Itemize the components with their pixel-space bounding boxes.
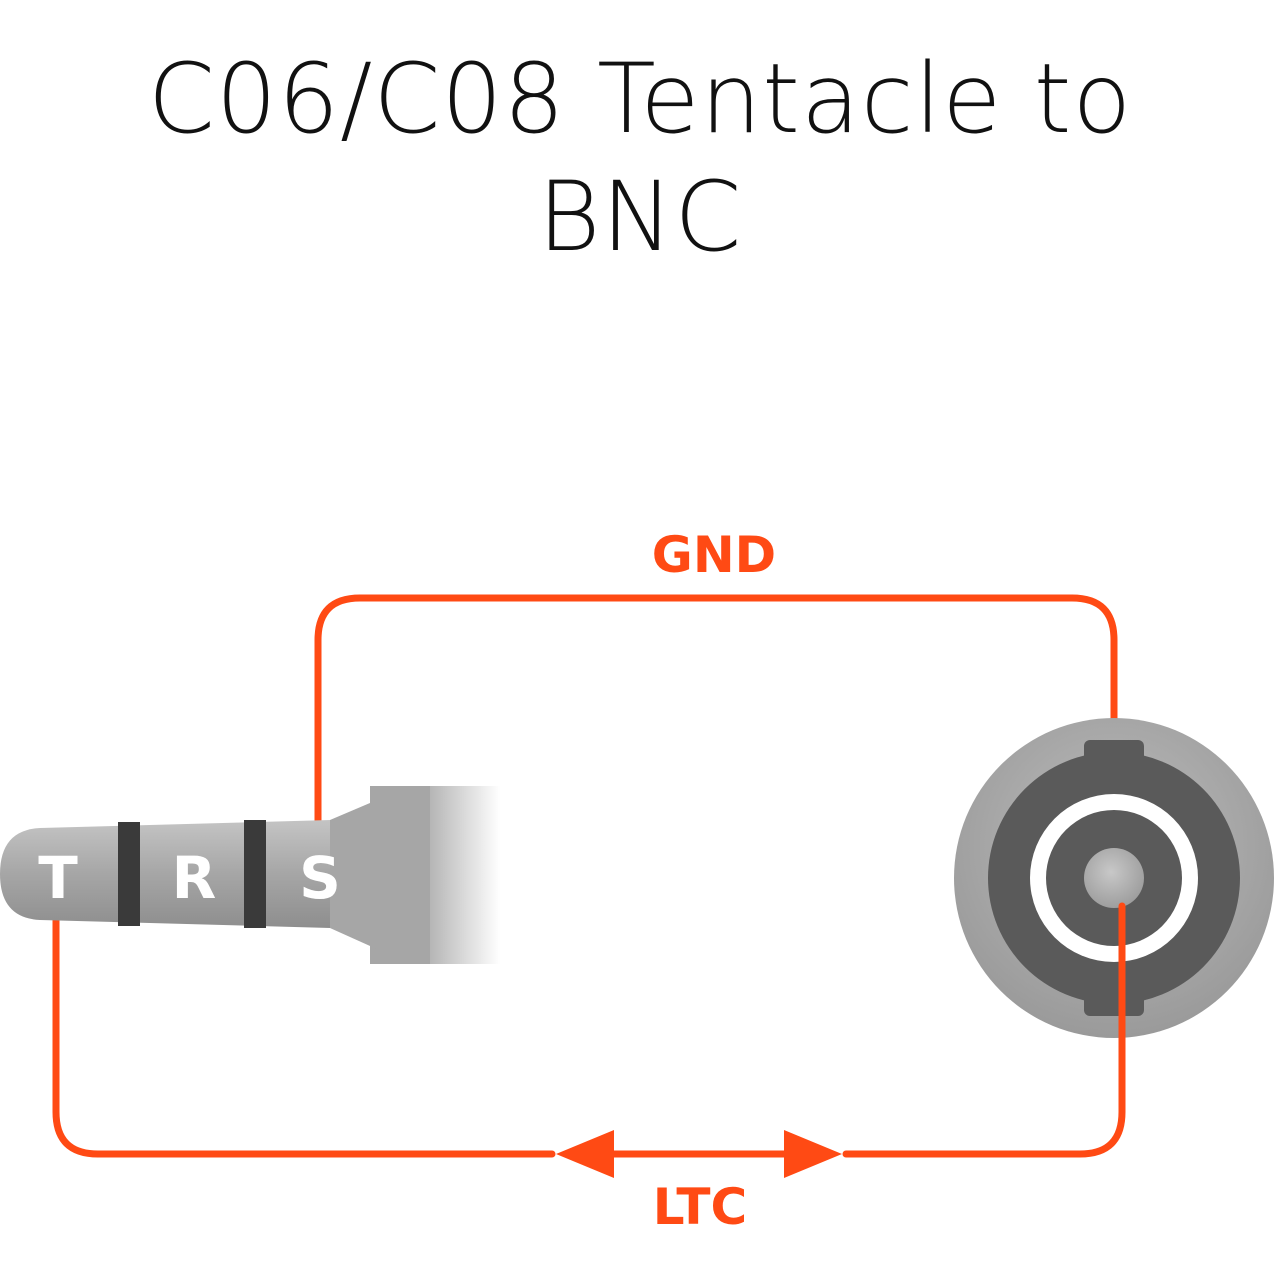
bnc-connector [954,718,1274,1054]
trs-tip-label: T [38,844,78,912]
ltc-bidirectional-arrow [556,1130,842,1178]
bnc-bayonet-top [1084,740,1144,772]
bnc-center-pin [1084,848,1144,908]
trs-ring-label: R [172,844,217,912]
gnd-label: GND [652,526,776,584]
trs-sleeve-label: S [299,844,341,912]
trs-plug: T R S [0,786,500,964]
gnd-wire [314,594,1118,826]
diagram-title: C06/C08 Tentacle to BNC [0,40,1280,276]
ltc-wire-right [842,902,1126,1158]
plug-band-1 [118,822,140,926]
title-line-2: BNC [537,161,743,273]
plug-collar [330,786,430,964]
plug-band-2 [244,820,266,928]
bnc-bayonet-bottom [1084,984,1144,1016]
ltc-wire-left [52,914,556,1158]
title-line-1: C06/C08 Tentacle to [147,43,1133,155]
ltc-label: LTC [653,1178,747,1236]
